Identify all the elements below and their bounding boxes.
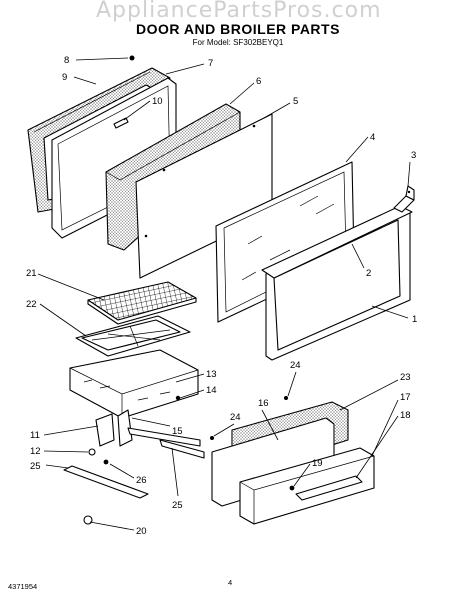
- lower-rail: [63, 465, 149, 499]
- leveling-foot: [83, 515, 93, 525]
- callout-16: 16: [258, 398, 269, 409]
- callout-8: 8: [64, 55, 69, 66]
- callout-18: 18: [400, 410, 411, 421]
- broiler-drawer-liner: [69, 349, 199, 419]
- drawer-front-panel: [239, 447, 375, 525]
- liner-screw: [129, 55, 135, 61]
- callout-14: 14: [206, 385, 217, 396]
- callout-24-upper: 24: [290, 360, 301, 371]
- callout-21: 21: [26, 268, 37, 279]
- callout-24-lower: 24: [230, 412, 241, 423]
- drawer-screw: [175, 395, 181, 401]
- callout-26: 26: [136, 475, 147, 486]
- page-number: 4: [228, 578, 233, 587]
- callout-5: 5: [293, 96, 298, 107]
- drawer-handle: [295, 475, 363, 501]
- drawer-screw-upper: [284, 396, 288, 400]
- callout-20: 20: [136, 526, 147, 537]
- drawer-slide: [159, 439, 205, 459]
- slide-plate: [117, 409, 133, 447]
- hinge-bracket: [95, 413, 115, 447]
- liner-bracket: [113, 117, 129, 129]
- outer-door-frame: [261, 205, 413, 361]
- callout-2: 2: [366, 268, 371, 279]
- callout-9: 9: [62, 72, 67, 83]
- broiler-grid: [87, 281, 197, 325]
- leader-lines: [37, 57, 411, 531]
- callout-12: 12: [30, 446, 41, 457]
- callout-3: 3: [411, 150, 416, 161]
- callout-7: 7: [208, 58, 213, 69]
- model-line: For Model: SF302BEYQ1: [192, 38, 284, 47]
- diagram-title: DOOR AND BROILER PARTS: [136, 21, 340, 37]
- callout-1: 1: [412, 314, 417, 325]
- document-number: 4371954: [8, 582, 38, 591]
- handle-screw: [289, 485, 295, 491]
- callout-6: 6: [256, 76, 261, 87]
- callout-19: 19: [312, 458, 323, 469]
- callout-15: 15: [172, 426, 183, 437]
- callout-25-left: 25: [30, 461, 41, 472]
- door-handle: [393, 185, 415, 213]
- callout-4: 4: [370, 132, 375, 143]
- callout-11: 11: [30, 430, 40, 441]
- broiler-pan: [75, 315, 191, 357]
- drawer-screw-lower: [210, 436, 214, 440]
- callout-17: 17: [400, 392, 411, 403]
- watermark: AppliancePartsPros.com: [96, 0, 382, 23]
- rail-screw: [103, 459, 109, 465]
- callout-25-right: 25: [172, 500, 183, 511]
- drawer-rail: [127, 427, 201, 447]
- hinge-nut: [88, 448, 96, 456]
- callout-10: 10: [152, 96, 163, 107]
- callout-13: 13: [206, 369, 217, 380]
- callout-22: 22: [26, 299, 37, 310]
- callout-23: 23: [400, 372, 411, 383]
